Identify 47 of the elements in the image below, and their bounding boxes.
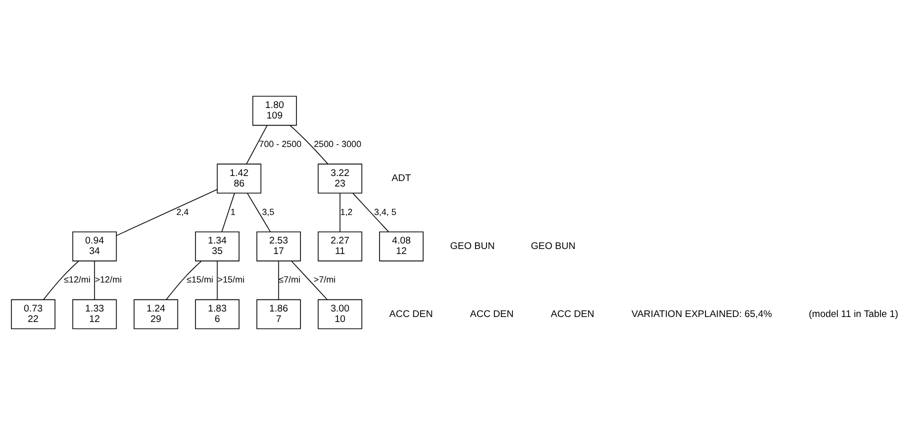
edge-label: 2,4 bbox=[176, 206, 189, 217]
label: ACC DEN bbox=[470, 308, 514, 320]
label: GEO BUN bbox=[450, 240, 495, 252]
connector bbox=[278, 260, 280, 300]
node-box: 1.33 12 bbox=[72, 299, 117, 330]
label: VARIATION EXPLAINED: 65,4% bbox=[631, 308, 772, 320]
edge-label: 3,4, 5 bbox=[374, 206, 396, 217]
edge-label: 2500 - 3000 bbox=[314, 138, 362, 149]
edge-label: ≤7/mi bbox=[278, 274, 300, 285]
edge-label: 3,5 bbox=[262, 206, 274, 217]
label: ACC DEN bbox=[389, 308, 433, 320]
label: ADT bbox=[392, 173, 412, 184]
node-box: 0.73 22 bbox=[10, 299, 56, 330]
node-box: 1.24 29 bbox=[134, 299, 178, 330]
node-box: 3.00 10 bbox=[318, 299, 362, 330]
connector bbox=[291, 260, 328, 300]
connector bbox=[246, 125, 268, 164]
edge-label: ≤12/mi bbox=[64, 274, 90, 285]
connector bbox=[221, 193, 235, 232]
label: ACC DEN bbox=[550, 308, 594, 320]
edge-label: 700 - 2500 bbox=[259, 138, 302, 149]
edge-label: 1 bbox=[230, 206, 236, 217]
node-box: 3.22 23 bbox=[318, 164, 362, 194]
connector bbox=[43, 260, 79, 300]
edge-label: >15/mi bbox=[218, 274, 244, 285]
connector bbox=[247, 193, 271, 232]
node-box: 1.42 86 bbox=[216, 164, 262, 194]
node-box: 0.94 34 bbox=[72, 231, 117, 262]
edge-label: >12/mi bbox=[94, 274, 122, 285]
node-box: 4.08 12 bbox=[379, 231, 424, 262]
edge-label: ≤15/mi bbox=[186, 274, 214, 285]
connector bbox=[116, 189, 218, 236]
connector bbox=[216, 260, 218, 300]
label: (model 11 in Table 1) bbox=[808, 308, 898, 320]
connector bbox=[166, 260, 202, 300]
node-box: 1.83 6 bbox=[195, 299, 240, 330]
node-box: 2.53 17 bbox=[256, 231, 301, 262]
connector bbox=[94, 260, 95, 300]
connector bbox=[352, 193, 389, 232]
edge-label: 1,2 bbox=[340, 206, 353, 217]
node-box: 1.80 109 bbox=[252, 96, 297, 126]
node-box: 1.34 35 bbox=[195, 231, 240, 262]
connector bbox=[290, 125, 328, 164]
label: GEO BUN bbox=[530, 240, 576, 252]
node-box: 2.27 11 bbox=[318, 231, 362, 262]
node-box: 1.86 7 bbox=[256, 299, 301, 330]
edge-label: >7/mi bbox=[314, 274, 336, 285]
